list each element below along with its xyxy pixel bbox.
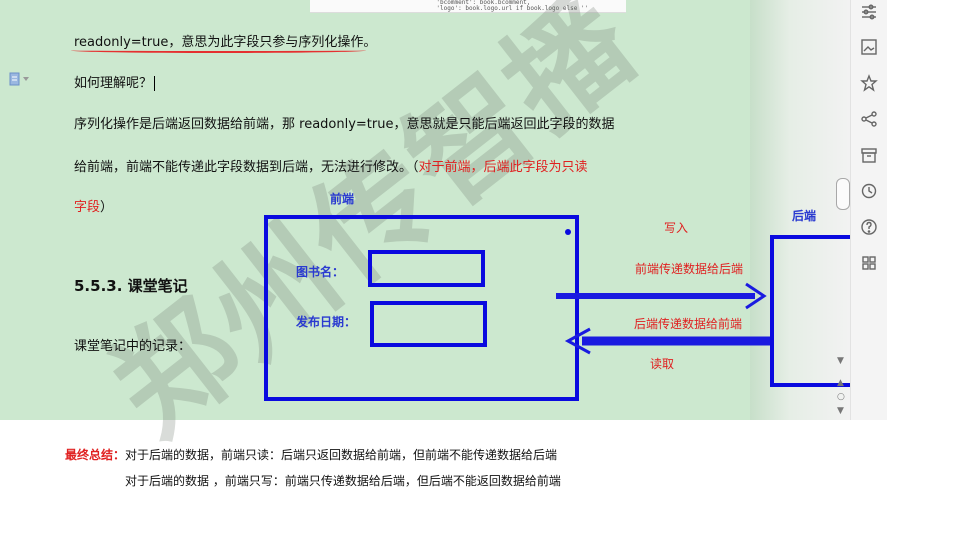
scrollbar-thumb[interactable] — [836, 178, 850, 210]
scroll-next-icon[interactable]: ▼ — [837, 406, 844, 416]
sliders-icon[interactable] — [859, 2, 879, 22]
write-label: 写入 — [664, 221, 689, 235]
document-outline-icon[interactable] — [8, 71, 32, 86]
document-canvas[interactable] — [0, 0, 750, 420]
summary-line-2: 对于后端的数据 ，前端只写：前端只传递数据给后端，但后端不能返回数据给前端 — [125, 474, 561, 488]
archive-icon[interactable] — [859, 145, 879, 165]
scroll-prev-icon[interactable]: ▲ — [837, 378, 844, 388]
backend-label: 后端 — [792, 209, 817, 223]
book-name-input[interactable] — [368, 250, 485, 287]
field-red: 字段 — [74, 200, 101, 215]
question-line[interactable]: 如何理解呢？ — [74, 72, 156, 91]
star-icon[interactable] — [859, 73, 879, 93]
summary-line-1: 最终总结：对于后端的数据，前端只读：后端只返回数据给前端，但前端不能传递数据给后… — [65, 446, 557, 463]
notes-line: 课堂笔记中的记录： — [74, 339, 192, 354]
explanation-red: 对于前端，后端此字段为只读 — [418, 160, 588, 175]
grid-icon[interactable] — [859, 253, 879, 273]
explanation-end-line: 字段） — [74, 196, 113, 215]
red-underline — [71, 48, 366, 53]
box-handle[interactable] — [565, 229, 571, 235]
readonly-line: readonly=true，意思为此字段只参与序列化操作。 — [74, 35, 377, 50]
frontend-box — [264, 215, 579, 401]
publish-date-label: 发布日期： — [296, 315, 357, 329]
explanation-text: 给前端，前端不能传递此字段数据到后端，无法进行修改。（ — [74, 160, 419, 175]
history-icon[interactable] — [859, 181, 879, 201]
question-text: 如何理解呢？ — [74, 76, 153, 91]
text-cursor — [154, 76, 156, 91]
code-snippet: 'bcomment': book.bcomment, 'logo': book.… — [310, 0, 626, 13]
right-sidebar — [850, 0, 887, 420]
frontend-label: 前端 — [330, 192, 355, 206]
scroll-dot-icon[interactable]: ○ — [837, 392, 845, 402]
explanation-line: 给前端，前端不能传递此字段数据到后端，无法进行修改。（对于前端，后端此字段为只读 — [74, 156, 588, 175]
read-label: 读取 — [650, 357, 675, 371]
book-name-label: 图书名： — [296, 265, 345, 279]
serialization-line: 序列化操作是后端返回数据给前端，那 readonly=true，意思就是只能后端… — [74, 117, 615, 132]
section-heading: 5.5.3. 课堂笔记 — [74, 277, 188, 295]
to-frontend-label: 后端传递数据给前端 — [634, 317, 743, 331]
summary-text-1: 对于后端的数据，前端只读：后端只返回数据给前端，但前端不能传递数据给后端 — [125, 448, 558, 462]
close-paren: ） — [100, 200, 114, 215]
scroll-down-icon[interactable]: ▼ — [837, 356, 844, 366]
help-icon[interactable] — [859, 217, 879, 237]
image-icon[interactable] — [859, 37, 879, 57]
summary-key: 最终总结： — [65, 448, 126, 462]
to-backend-label: 前端传递数据给后端 — [635, 262, 744, 276]
share-icon[interactable] — [859, 109, 879, 129]
page-gutter — [750, 0, 850, 420]
publish-date-input[interactable] — [370, 301, 487, 347]
